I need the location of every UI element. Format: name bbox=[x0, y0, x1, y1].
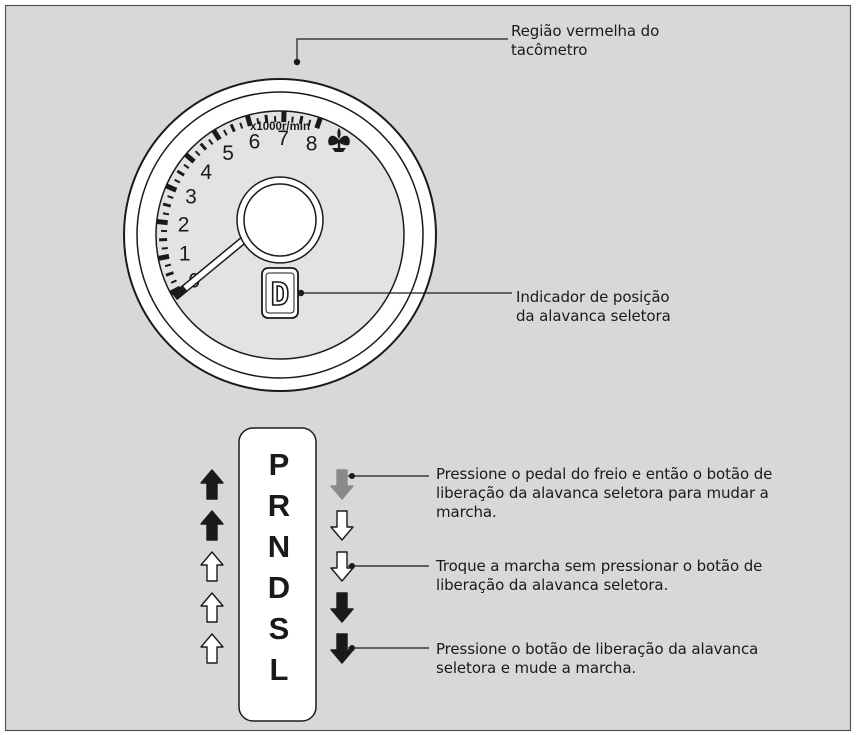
rpm-unit-label: x1000r/min bbox=[250, 121, 310, 133]
downshift-arrows bbox=[330, 469, 354, 664]
scale-tick bbox=[199, 142, 208, 151]
press-brake-callout-line-3: marcha. bbox=[436, 503, 497, 521]
scale-tick bbox=[194, 150, 201, 157]
rpm-number-4: 4 bbox=[200, 161, 212, 184]
position-indicator-callout-line-2: da alavanca seletora bbox=[516, 307, 671, 325]
press-brake-callout-line-1: Pressione o pedal do freio e então o bot… bbox=[436, 465, 773, 483]
rpm-number-7: 7 bbox=[277, 127, 289, 150]
scale-tick bbox=[184, 152, 196, 164]
outline-down-arrow-icon bbox=[330, 510, 354, 541]
scale-tick bbox=[291, 116, 294, 123]
scale-tick bbox=[208, 138, 214, 145]
rpm-number-3: 3 bbox=[185, 186, 197, 209]
press-button-callout: Pressione o botão de liberação da alavan… bbox=[436, 640, 758, 678]
gray-down-arrow-icon bbox=[330, 469, 354, 500]
shift-position-s: S bbox=[269, 611, 290, 646]
needle-hub-inner bbox=[243, 183, 317, 257]
scale-tick bbox=[264, 114, 269, 123]
no-button-leader-dot bbox=[349, 563, 355, 569]
black-up-arrow-icon bbox=[200, 510, 224, 541]
tachometer-scale bbox=[156, 110, 323, 296]
eco-leaf-icon bbox=[328, 128, 350, 152]
scale-tick bbox=[157, 253, 170, 261]
rpm-number-6: 6 bbox=[249, 130, 261, 153]
scale-tick bbox=[307, 119, 312, 126]
scale-tick bbox=[164, 263, 172, 268]
scale-tick bbox=[174, 178, 181, 184]
redzone-callout-line-1: Região vermelha do bbox=[511, 22, 660, 40]
gear-indicator-window bbox=[265, 272, 295, 314]
press-brake-leader-dot bbox=[349, 473, 355, 479]
diagram-panel bbox=[4, 4, 852, 732]
shift-gate-plate bbox=[238, 427, 317, 722]
shift-position-n: N bbox=[268, 529, 290, 564]
outline-up-arrow-icon bbox=[200, 551, 224, 582]
indicator-leader-dot bbox=[297, 289, 305, 297]
shift-position-l: L bbox=[270, 652, 289, 687]
no-button-callout-line-1: Troque a marcha sem pressionar o botão d… bbox=[436, 557, 763, 575]
gear-indicator-letter: D bbox=[271, 277, 290, 313]
press-button-callout-line-1: Pressione o botão de liberação da alavan… bbox=[436, 640, 759, 658]
redzone-callout: Região vermelha do tacômetro bbox=[511, 22, 659, 60]
scale-tick bbox=[256, 117, 260, 125]
scale-tick bbox=[211, 128, 222, 141]
rpm-number-8: 8 bbox=[306, 132, 318, 155]
black-down-arrow-icon bbox=[330, 592, 354, 623]
redzone-callout-line-2: tacômetro bbox=[511, 41, 588, 59]
position-indicator-callout: Indicador de posição da alavanca seletor… bbox=[516, 288, 671, 326]
black-up-arrow-icon bbox=[200, 469, 224, 500]
scale-tick bbox=[156, 219, 168, 226]
upshift-arrows bbox=[200, 469, 224, 664]
gauge-middle-ring bbox=[136, 91, 424, 379]
redzone-leader-dot bbox=[293, 58, 301, 66]
scale-tick bbox=[244, 114, 253, 127]
no-button-callout: Troque a marcha sem pressionar o botão d… bbox=[436, 557, 762, 595]
scale-tick bbox=[165, 271, 174, 277]
scale-tick bbox=[183, 163, 190, 170]
scale-tick bbox=[314, 116, 323, 129]
scale-tick bbox=[176, 169, 185, 177]
scale-tick bbox=[162, 212, 170, 216]
scale-tick bbox=[223, 129, 228, 136]
scale-tick bbox=[239, 122, 244, 129]
scale-tick bbox=[162, 202, 172, 208]
scale-tick bbox=[298, 115, 304, 125]
press-button-leader-dot bbox=[349, 645, 355, 651]
rpm-number-5: 5 bbox=[222, 142, 234, 165]
no-button-callout-line-2: liberação da alavanca seletora. bbox=[436, 576, 669, 594]
outline-up-arrow-icon bbox=[200, 633, 224, 664]
rpm-number-1: 1 bbox=[179, 242, 191, 265]
tachometer-gauge: 012345678 x1000r/min D bbox=[123, 78, 437, 392]
scale-tick bbox=[170, 279, 177, 284]
press-brake-callout: Pressione o pedal do freio e então o bot… bbox=[436, 465, 772, 522]
scale-tick bbox=[165, 183, 178, 193]
press-brake-callout-line-2: liberação da alavanca seletora para muda… bbox=[436, 484, 769, 502]
rpm-number-2: 2 bbox=[178, 213, 190, 236]
scale-tick bbox=[161, 246, 168, 250]
shift-position-r: R bbox=[268, 488, 290, 523]
shift-position-p: P bbox=[269, 447, 290, 482]
redzone-leader-line bbox=[296, 38, 508, 62]
press-button-callout-line-2: seletora e mude a marcha. bbox=[436, 659, 637, 677]
scale-tick bbox=[229, 123, 236, 133]
shift-position-d: D bbox=[268, 570, 290, 605]
position-indicator-callout-line-1: Indicador de posição bbox=[516, 288, 670, 306]
outline-up-arrow-icon bbox=[200, 592, 224, 623]
scale-tick bbox=[167, 195, 174, 199]
